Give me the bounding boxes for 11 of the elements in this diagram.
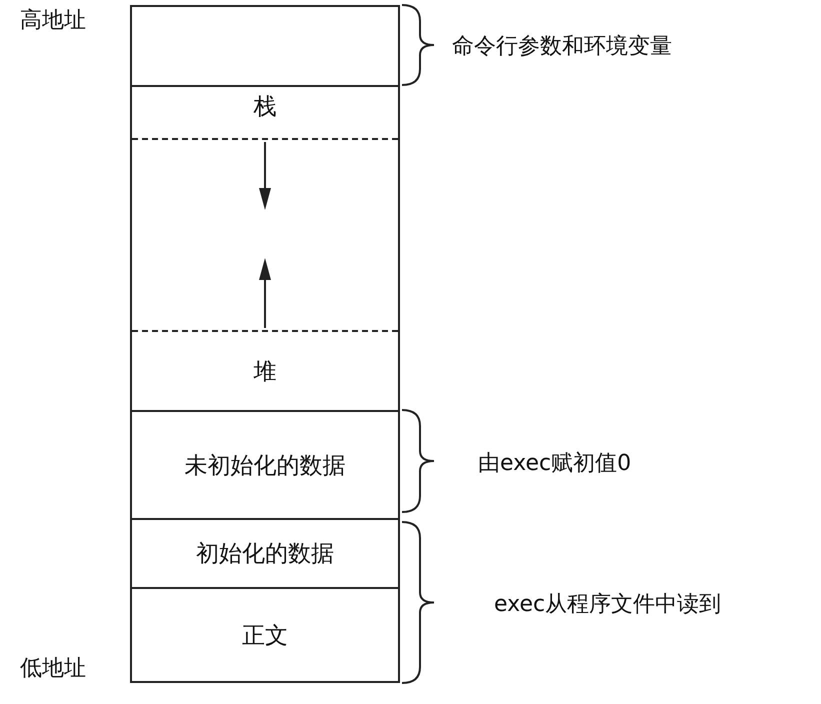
- brace-annotation: 命令行参数和环境变量: [452, 33, 672, 61]
- address-label: 低地址: [20, 655, 86, 683]
- brace-annotation: 由exec赋初值0: [478, 450, 632, 478]
- address-label: 高地址: [20, 7, 86, 35]
- brace-annotation: exec从程序文件中读到: [494, 591, 722, 619]
- segment-label: 未初始化的数据: [184, 452, 346, 480]
- segment-label: 初始化的数据: [196, 540, 334, 569]
- empty-memory-segment: [130, 5, 400, 87]
- segment-label: 堆: [254, 358, 276, 386]
- segment-label: 正文: [242, 622, 288, 650]
- segment-label: 栈: [254, 93, 276, 122]
